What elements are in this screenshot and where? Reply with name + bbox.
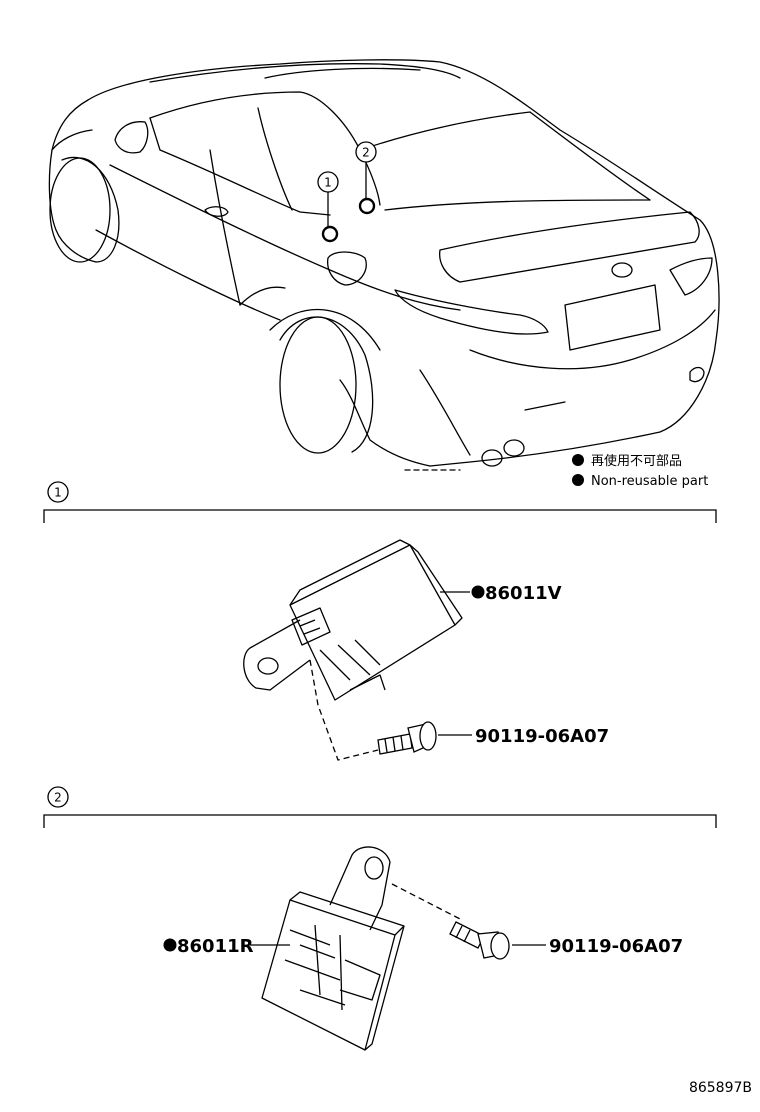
- non-reusable-dot-icon: [163, 938, 177, 952]
- sensor-86011r-drawing: [261, 846, 463, 1051]
- callout-marker-1: 1: [317, 171, 339, 243]
- legend: 再使用不可部品 Non-reusable part: [572, 453, 708, 489]
- section-2-bracket: [43, 814, 717, 828]
- illustration-code: 865897B: [689, 1080, 752, 1096]
- non-reusable-dot-icon: [572, 474, 584, 486]
- part-label-86011v: 86011V: [485, 583, 562, 604]
- callout-marker-2: 2: [355, 141, 377, 215]
- part-label-86011r: 86011R: [177, 936, 254, 957]
- callout-1-label: 1: [324, 176, 332, 190]
- non-reusable-dot-icon: [572, 454, 584, 466]
- section-2-number: 2: [54, 791, 62, 805]
- non-reusable-dot-icon: [471, 585, 485, 599]
- legend-en-text: Non-reusable part: [591, 474, 708, 489]
- section-1-number: 1: [54, 486, 62, 500]
- section-1: 1 86011V 90119-06A07: [43, 481, 717, 761]
- sensor-86011v-drawing: [243, 539, 463, 761]
- callout-2-label: 2: [362, 146, 370, 160]
- part-label-bolt-1: 90119-06A07: [475, 726, 609, 747]
- bolt-drawing: [449, 921, 510, 960]
- legend-jp-text: 再使用不可部品: [591, 453, 682, 469]
- section-2: 2 86011R 90119-06A07: [43, 786, 717, 1051]
- section-1-bracket: [43, 509, 717, 523]
- part-label-bolt-2: 90119-06A07: [549, 936, 683, 957]
- car-illustration: [48, 59, 720, 471]
- bolt-drawing: [377, 721, 437, 755]
